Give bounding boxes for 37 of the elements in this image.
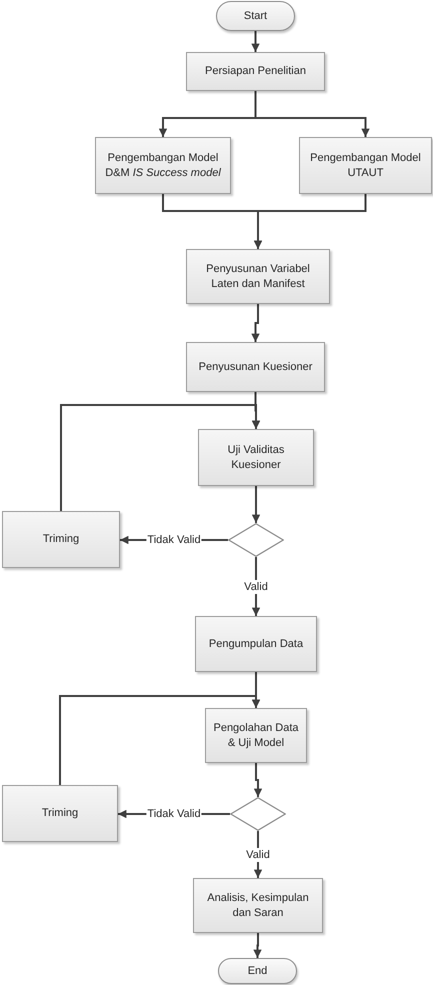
process-box bbox=[186, 52, 325, 91]
process-box bbox=[193, 878, 323, 933]
process-box bbox=[186, 342, 325, 392]
arrow bbox=[251, 304, 260, 342]
step-label: Penyusunan Variabel Laten dan Manifest bbox=[205, 262, 311, 292]
process-box bbox=[2, 511, 120, 568]
arrow bbox=[251, 31, 260, 52]
process-box bbox=[195, 616, 317, 672]
step-label: Uji Validitas Kuesioner bbox=[226, 442, 286, 472]
process-box bbox=[205, 708, 307, 763]
arrow bbox=[254, 763, 262, 797]
process-box bbox=[299, 137, 432, 194]
process-box bbox=[2, 785, 118, 842]
arrow bbox=[60, 404, 260, 511]
step-label: Penyusunan Kuesioner bbox=[198, 360, 312, 374]
step-label: Pengembangan Model D&M IS Success model bbox=[104, 150, 222, 180]
step-label: Pengolahan Data & Uji Model bbox=[212, 720, 300, 750]
step-label: Persiapan Penelitian bbox=[205, 64, 306, 79]
process-box bbox=[198, 429, 314, 486]
step-label: Pengembangan Model UTAUT bbox=[309, 150, 422, 180]
arrow bbox=[253, 933, 262, 958]
step-label: Triming bbox=[42, 532, 80, 547]
step-label: Analisis, Kesimpulan dan Saran bbox=[206, 890, 310, 920]
arrow bbox=[254, 194, 366, 249]
step-label: Triming bbox=[42, 806, 78, 821]
process-box bbox=[186, 249, 330, 304]
step-label: Pengumpulan Data bbox=[208, 636, 304, 652]
terminator-shape bbox=[218, 958, 297, 984]
arrow bbox=[59, 695, 260, 785]
arrow bbox=[252, 486, 260, 523]
edge-label: Valid bbox=[245, 848, 271, 862]
edge-label: Valid bbox=[243, 580, 269, 594]
process-box bbox=[95, 137, 231, 194]
terminal-label: End bbox=[248, 964, 268, 978]
terminator-shape bbox=[216, 1, 295, 31]
arrow bbox=[254, 91, 370, 137]
terminal-label: Start bbox=[244, 8, 268, 24]
